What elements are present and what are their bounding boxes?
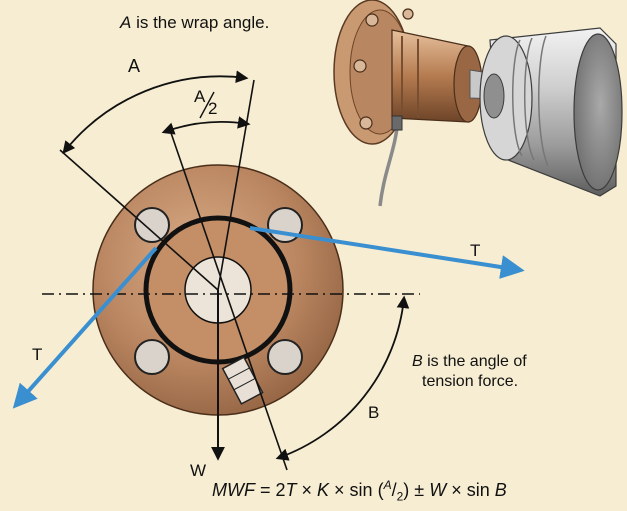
wrap-angle-label: A bbox=[128, 56, 140, 76]
tension-label-right: T bbox=[470, 241, 480, 260]
svg-text:2: 2 bbox=[208, 99, 217, 118]
mounting-hole bbox=[267, 339, 303, 375]
bolt-icon bbox=[365, 13, 379, 27]
mounting-hole bbox=[134, 339, 170, 375]
fitting bbox=[221, 356, 264, 405]
weight-label: W bbox=[190, 461, 206, 480]
bolt-icon bbox=[359, 116, 373, 130]
tension-label-left: T bbox=[32, 345, 42, 364]
tension-arrow-left bbox=[12, 246, 158, 409]
mwf-formula: MWF = 2T × K × sin (A/2) ± W × sin B bbox=[212, 478, 507, 504]
half-angle-label: A 2 bbox=[194, 87, 217, 119]
mounting-hole bbox=[134, 207, 170, 243]
tension-arrow-right bbox=[249, 226, 525, 279]
bisector-line bbox=[169, 129, 288, 471]
half-angle-arc bbox=[161, 116, 251, 135]
tension-angle-arc bbox=[275, 295, 410, 461]
svg-text:A: A bbox=[194, 87, 206, 106]
load-cell-photo bbox=[333, 0, 623, 207]
wrap-angle-arc bbox=[62, 70, 249, 154]
bolt-icon bbox=[353, 59, 367, 73]
bolt-icon bbox=[402, 8, 414, 20]
wrap-angle-caption: A is the wrap angle. bbox=[119, 13, 269, 32]
tension-angle-label: B bbox=[368, 403, 379, 422]
wrap-line-left bbox=[59, 149, 219, 291]
